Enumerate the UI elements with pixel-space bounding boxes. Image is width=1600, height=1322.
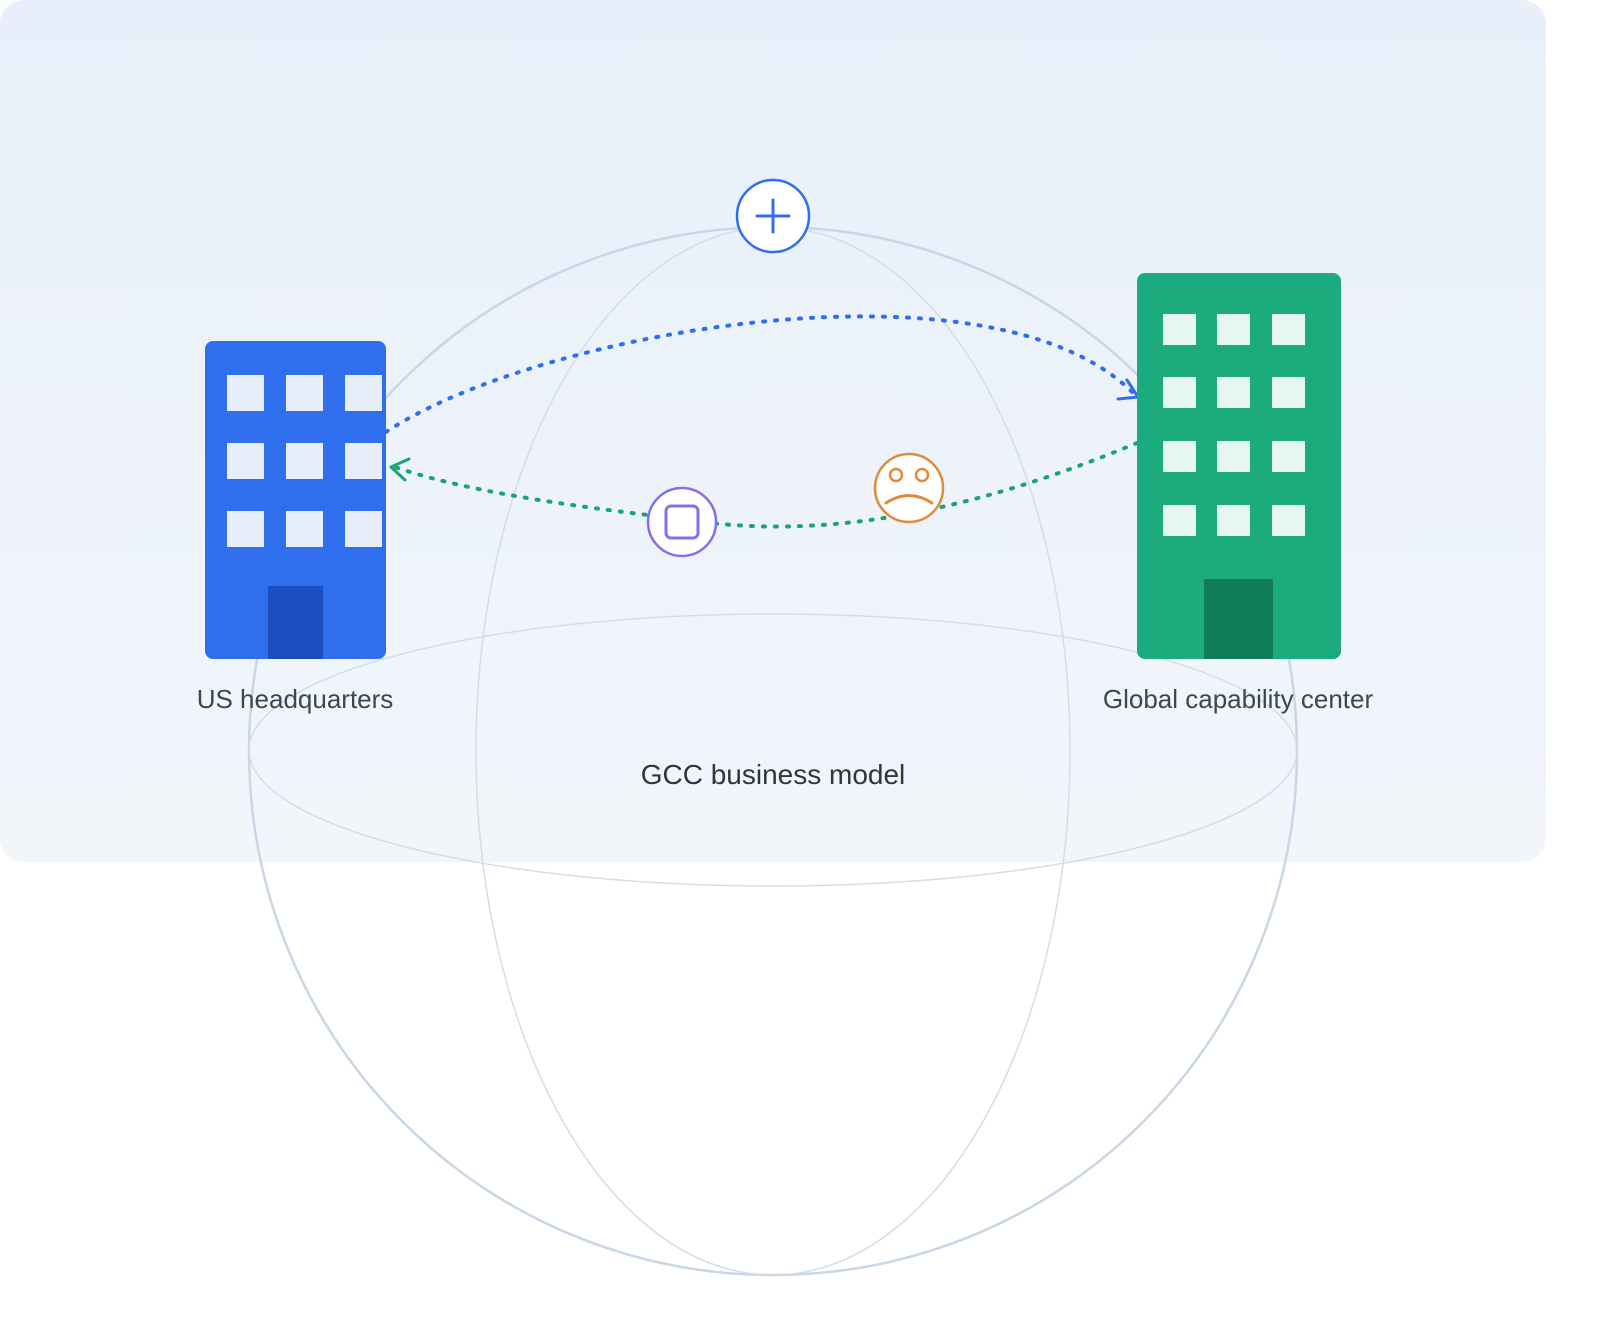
hq-label: US headquarters	[197, 684, 394, 714]
plus-icon	[735, 178, 811, 254]
globe-meridian	[475, 226, 1071, 1276]
gcc-window	[1272, 441, 1305, 472]
gcc-door	[1204, 579, 1273, 659]
hq-window	[286, 511, 323, 547]
arrowhead-hq	[389, 457, 411, 482]
hq-door	[268, 586, 323, 659]
gcc-window	[1163, 377, 1196, 408]
gcc-window	[1163, 505, 1196, 536]
gcc-window	[1163, 314, 1196, 345]
sad-face-icon	[873, 452, 945, 524]
hq-window	[286, 375, 323, 411]
gcc-window	[1217, 314, 1250, 345]
hq-windows	[227, 375, 382, 547]
hq-window	[286, 443, 323, 479]
hq-building-body	[205, 341, 386, 659]
hq-window	[345, 443, 382, 479]
us-headquarters-building	[205, 341, 386, 659]
hq-window	[227, 375, 264, 411]
gcc-window	[1217, 505, 1250, 536]
gcc-window	[1217, 441, 1250, 472]
gcc-building	[1137, 273, 1341, 659]
hq-window	[345, 375, 382, 411]
hq-window	[345, 511, 382, 547]
diagram-title: GCC business model	[641, 759, 906, 790]
square-icon	[646, 486, 718, 558]
gcc-window	[1272, 505, 1305, 536]
hq-window	[227, 443, 264, 479]
gcc-window	[1272, 314, 1305, 345]
globe-equator	[248, 613, 1298, 887]
gcc-window	[1217, 377, 1250, 408]
flow-hq-to-gcc	[384, 314, 1139, 434]
gcc-windows	[1163, 314, 1305, 536]
hq-window	[227, 511, 264, 547]
gcc-window	[1272, 377, 1305, 408]
gcc-label: Global capability center	[1103, 684, 1374, 714]
gcc-window	[1163, 441, 1196, 472]
flow-gcc-to-hq	[390, 441, 1139, 529]
